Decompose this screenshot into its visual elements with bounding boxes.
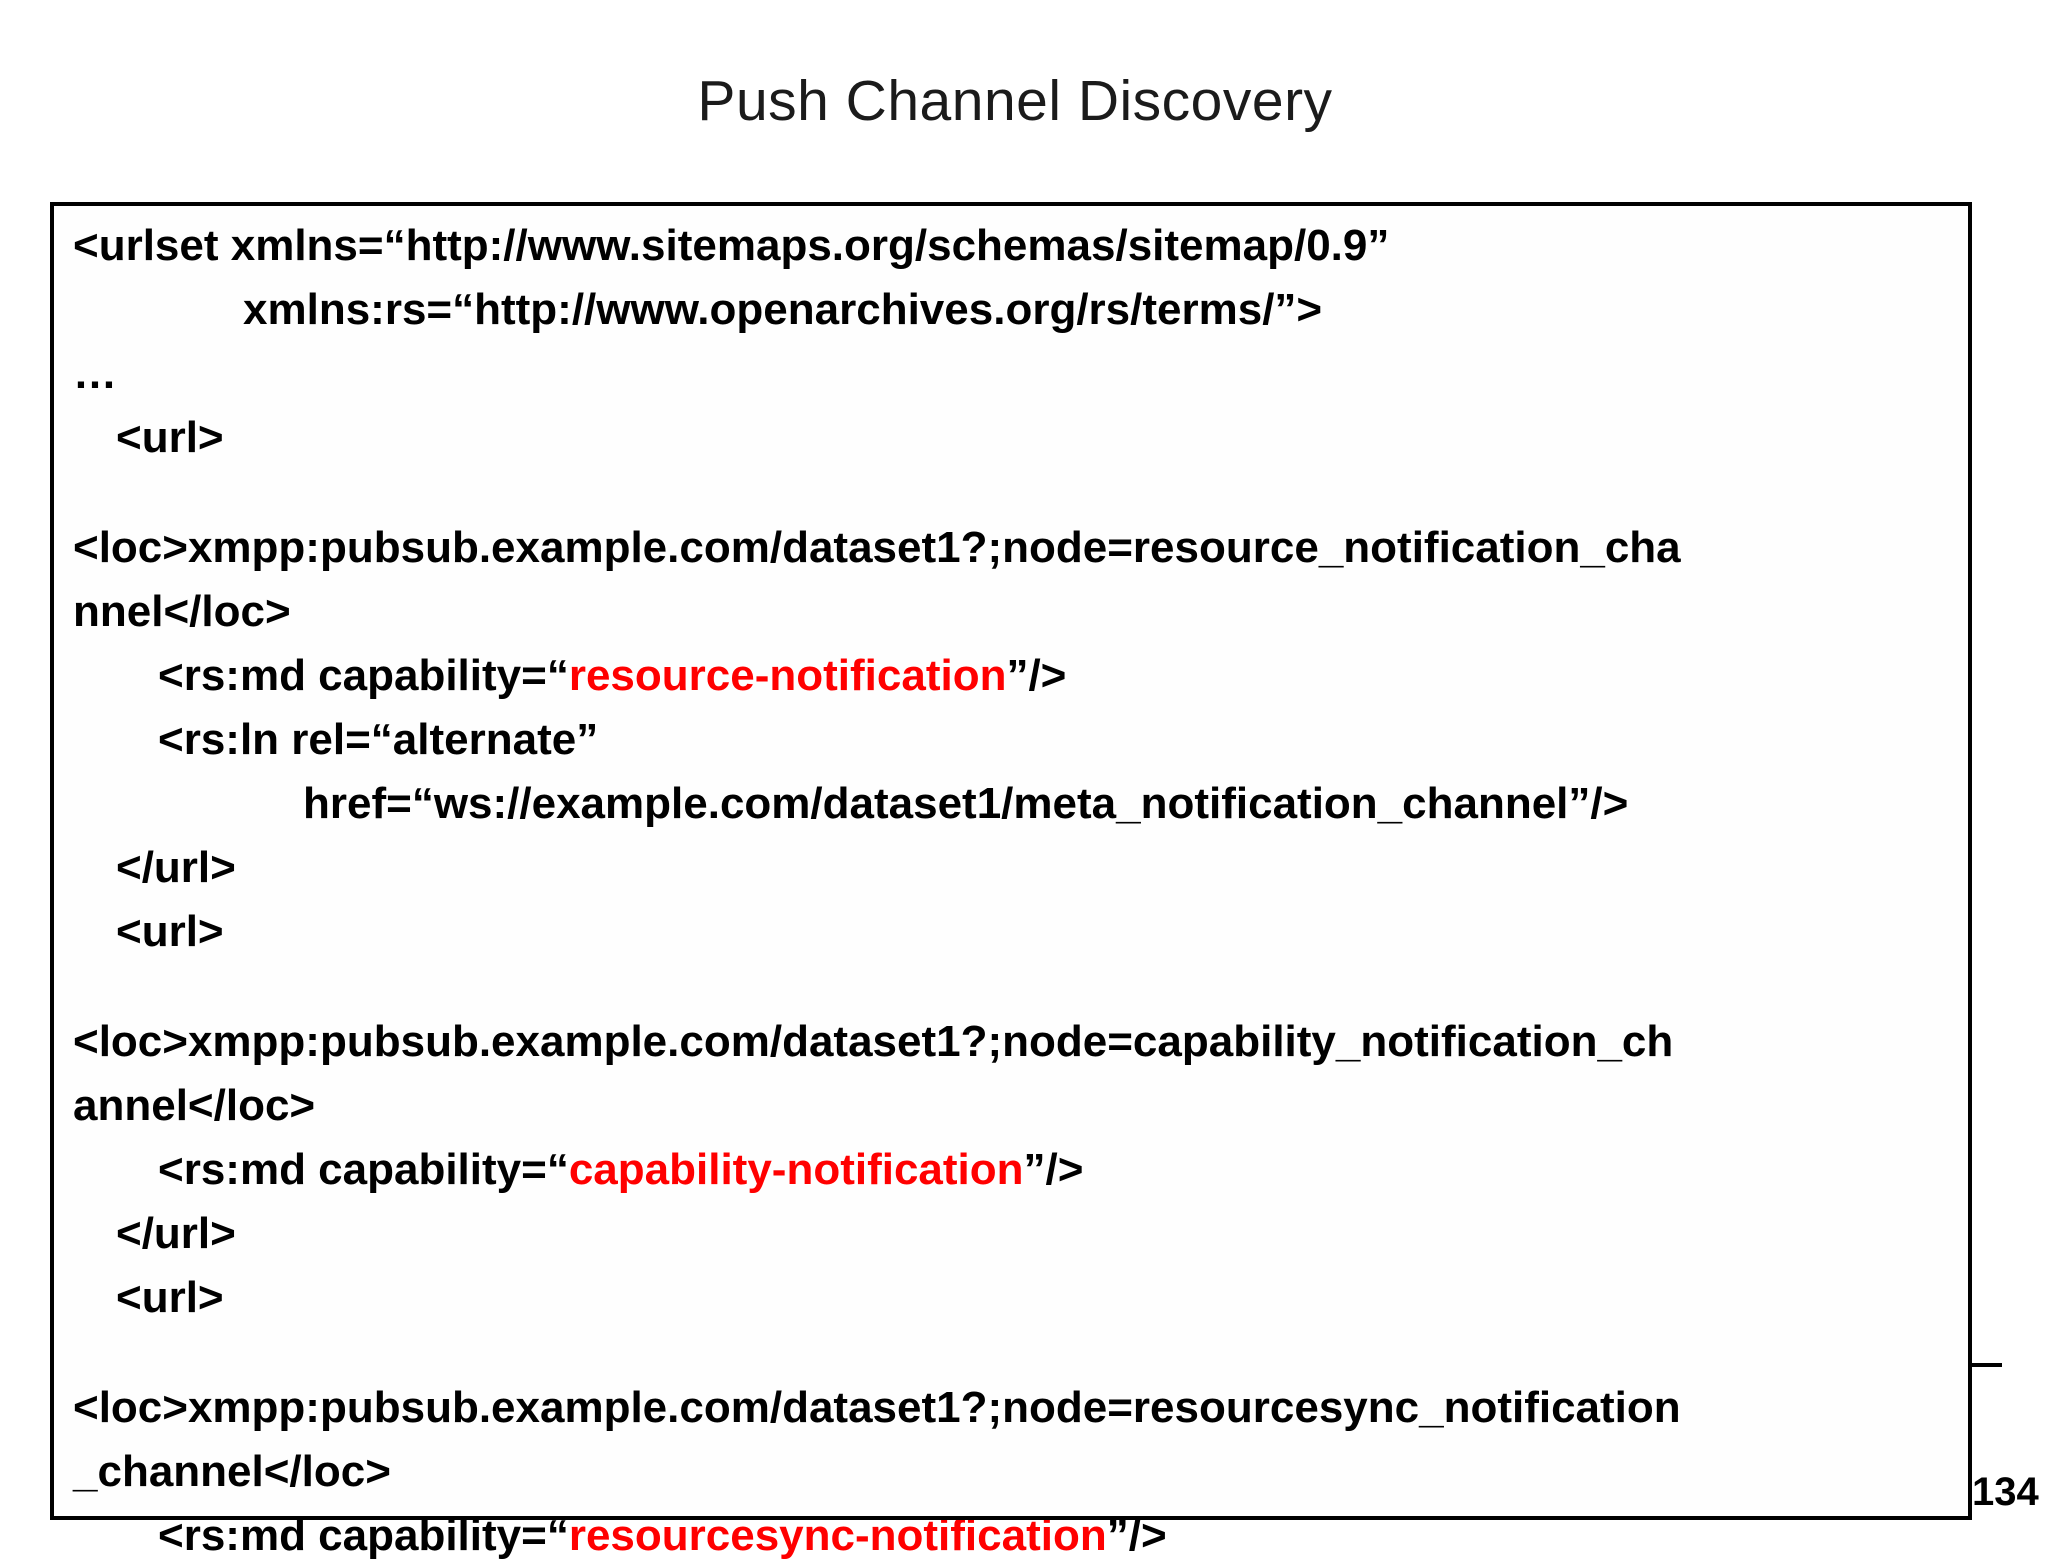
code-line: </url> bbox=[73, 836, 1963, 900]
code-line-blank bbox=[73, 470, 1963, 516]
code-line: <loc>xmpp:pubsub.example.com/dataset1?;n… bbox=[73, 516, 1963, 580]
code-line: … bbox=[73, 342, 1963, 406]
code-line-blank bbox=[73, 1330, 1963, 1376]
code-text: <loc>xmpp:pubsub.example.com/dataset1?;n… bbox=[73, 523, 1681, 572]
code-line: <rs:ln rel=“alternate” bbox=[73, 708, 1963, 772]
code-text: <url> bbox=[116, 413, 224, 462]
code-line: xmlns:rs=“http://www.openarchives.org/rs… bbox=[73, 278, 1963, 342]
code-line: href=“ws://example.com/dataset1/meta_not… bbox=[73, 772, 1963, 836]
code-line: _channel</loc> bbox=[73, 1440, 1963, 1504]
code-text: nnel</loc> bbox=[73, 587, 291, 636]
code-line: nnel</loc> bbox=[73, 580, 1963, 644]
code-line: <loc>xmpp:pubsub.example.com/dataset1?;n… bbox=[73, 1376, 1963, 1440]
page-number: 134 bbox=[1972, 1470, 2039, 1514]
code-line: <rs:md capability=“resource-notification… bbox=[73, 644, 1963, 708]
code-text: href=“ws://example.com/dataset1/meta_not… bbox=[303, 779, 1629, 828]
right-edge-tick-line bbox=[1968, 1363, 2002, 1367]
code-lines: <urlset xmlns=“http://www.sitemaps.org/s… bbox=[73, 214, 1963, 1568]
code-text: </url> bbox=[116, 843, 236, 892]
code-line: <url> bbox=[73, 900, 1963, 964]
code-text: </url> bbox=[116, 1209, 236, 1258]
code-text: <loc>xmpp:pubsub.example.com/dataset1?;n… bbox=[73, 1383, 1681, 1432]
code-text: <loc>xmpp:pubsub.example.com/dataset1?;n… bbox=[73, 1017, 1674, 1066]
code-line: <urlset xmlns=“http://www.sitemaps.org/s… bbox=[73, 214, 1963, 278]
code-box-background bbox=[50, 202, 1972, 1520]
code-text: <url> bbox=[116, 1273, 224, 1322]
code-text: <urlset xmlns=“http://www.sitemaps.org/s… bbox=[73, 221, 1390, 270]
page-title: Push Channel Discovery bbox=[697, 69, 1333, 133]
code-text: _channel</loc> bbox=[73, 1447, 391, 1496]
code-line: <url> bbox=[73, 406, 1963, 470]
code-text: <rs:md capability=“ bbox=[158, 1145, 569, 1194]
code-text: ”/> bbox=[1023, 1145, 1084, 1194]
code-text: xmlns:rs=“http://www.openarchives.org/rs… bbox=[243, 285, 1323, 334]
code-line: <rs:md capability=“resourcesync-notifica… bbox=[73, 1504, 1963, 1568]
code-line-blank bbox=[73, 964, 1963, 1010]
code-text: <rs:ln rel=“alternate” bbox=[158, 715, 599, 764]
capability-highlight: capability-notification bbox=[568, 1145, 1024, 1194]
code-text: … bbox=[73, 349, 117, 398]
code-line: annel</loc> bbox=[73, 1074, 1963, 1138]
code-text: <rs:md capability=“ bbox=[158, 651, 569, 700]
code-text: annel</loc> bbox=[73, 1081, 316, 1130]
code-text: <url> bbox=[116, 907, 224, 956]
capability-highlight: resource-notification bbox=[568, 651, 1007, 700]
code-text: ”/> bbox=[1006, 651, 1067, 700]
code-line: </url> bbox=[73, 1202, 1963, 1266]
code-line: <loc>xmpp:pubsub.example.com/dataset1?;n… bbox=[73, 1010, 1963, 1074]
code-line: <rs:md capability=“capability-notificati… bbox=[73, 1138, 1963, 1202]
code-line: <url> bbox=[73, 1266, 1963, 1330]
